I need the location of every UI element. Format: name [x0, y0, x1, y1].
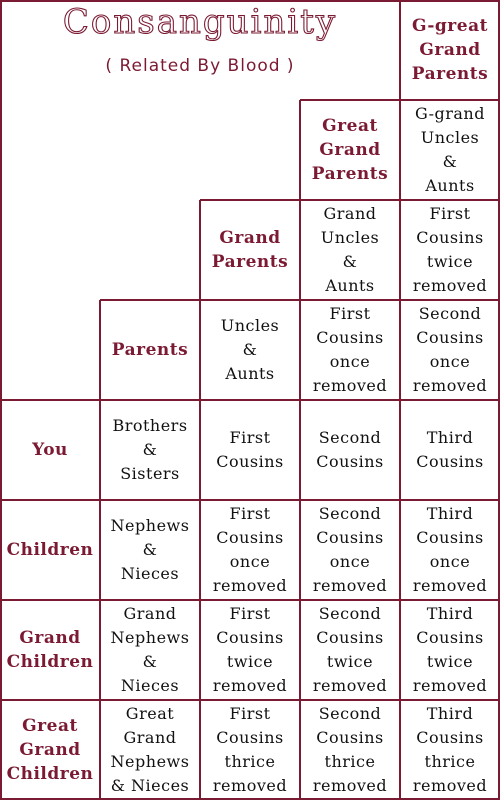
cell-second-cousins: Second Cousins	[316, 428, 384, 471]
col-line-3	[299, 100, 301, 800]
cell-second-cousins-once-removed-down: Second Cousins once removed	[312, 504, 388, 595]
cell-nephews-nieces: Nephews & Nieces	[110, 516, 190, 583]
cell-grand-nephews-nieces: Grand Nephews & Nieces	[110, 604, 190, 695]
cell-first-cousins-twice-removed-up: First Cousins twice removed	[412, 204, 488, 295]
cell-great-grandparents: Great Grand Parents	[311, 116, 389, 184]
chart-subtitle: ( Related By Blood )	[105, 56, 295, 76]
frame-top	[0, 0, 500, 2]
cell-third-cousins: Third Cousins	[416, 428, 484, 471]
cell-third-cousins-thrice-removed: Third Cousins thrice removed	[412, 704, 488, 795]
cell-you: You	[32, 440, 68, 460]
col-line-1	[99, 300, 101, 800]
row-line-7	[0, 699, 500, 701]
cell-great-great-grandparents: G-great Grand Parents	[411, 16, 489, 84]
cell-second-cousins-once-removed-up: Second Cousins once removed	[412, 304, 488, 395]
cell-second-cousins-thrice-removed: Second Cousins thrice removed	[312, 704, 388, 795]
cell-third-cousins-once-removed: Third Cousins once removed	[412, 504, 488, 595]
cell-grandchildren: Grand Children	[6, 628, 94, 672]
cell-brothers-sisters: Brothers & Sisters	[112, 416, 188, 483]
cell-first-cousins-thrice-removed: First Cousins thrice removed	[212, 704, 288, 795]
cell-great-grand-nephews-nieces: Great Grand Nephews & Nieces	[110, 704, 190, 795]
cell-parents: Parents	[111, 340, 189, 360]
col-line-4	[399, 0, 401, 800]
row-line-4	[0, 399, 500, 401]
chart-title: Consanguinity	[62, 1, 338, 42]
cell-great-grandchildren: Great Grand Children	[6, 716, 94, 784]
cell-grandparents: Grand Parents	[211, 228, 289, 272]
row-line-6	[0, 599, 500, 601]
col-line-2	[199, 200, 201, 800]
row-line-5	[0, 499, 500, 501]
cell-first-cousins-twice-removed-down: First Cousins twice removed	[212, 604, 288, 695]
cell-uncles-aunts: Uncles & Aunts	[220, 316, 280, 383]
cell-first-cousins: First Cousins	[216, 428, 284, 471]
cell-great-grand-uncles-aunts: G-grand Uncles & Aunts	[415, 104, 485, 195]
cell-first-cousins-once-removed-up: First Cousins once removed	[312, 304, 388, 395]
cell-third-cousins-twice-removed: Third Cousins twice removed	[412, 604, 488, 695]
cell-first-cousins-once-removed-down: First Cousins once removed	[212, 504, 288, 595]
cell-grand-uncles-aunts: Grand Uncles & Aunts	[320, 204, 380, 295]
frame-bottom	[0, 798, 500, 800]
cell-second-cousins-twice-removed: Second Cousins twice removed	[312, 604, 388, 695]
row-line-2	[200, 199, 500, 201]
cell-children: Children	[6, 540, 94, 560]
